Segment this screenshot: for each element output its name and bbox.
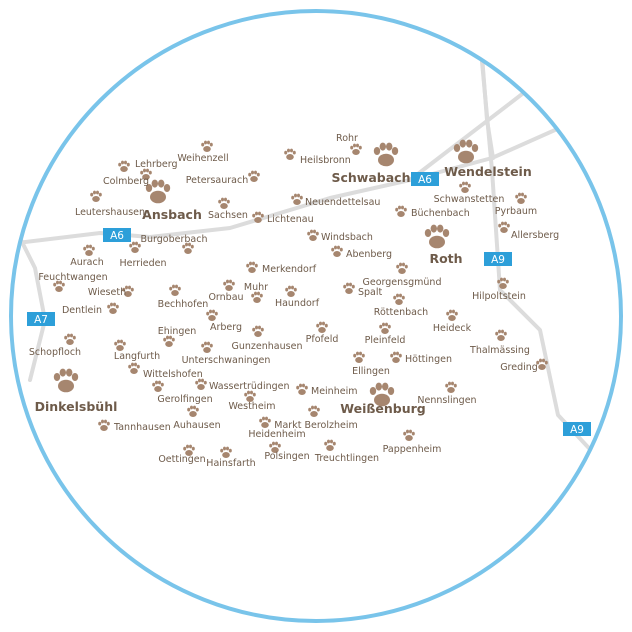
place-label-markt-berolzheim: Markt Berolzheim (274, 420, 357, 431)
place-label-dentlein: Dentlein (62, 305, 102, 316)
highway-badge-a6-west: A6 (103, 228, 131, 242)
place-label-hilpoltstein: Hilpoltstein (472, 291, 526, 302)
highway-label: A6 (418, 174, 432, 186)
place-label-aurach: Aurach (70, 257, 104, 268)
place-label-pyrbaum: Pyrbaum (495, 206, 537, 217)
highway-label: A9 (570, 424, 584, 436)
place-label-muhr: Muhr (244, 282, 268, 293)
place-label-windsbach: Windsbach (321, 232, 373, 243)
place-label-schwabach: Schwabach (332, 170, 411, 185)
highway-badge-a9-north: A9 (484, 252, 512, 266)
place-label-georgensgmuend: Georgensgmünd (363, 277, 442, 288)
place-label-haundorf: Haundorf (275, 298, 320, 309)
place-label-schwanstetten: Schwanstetten (434, 194, 505, 205)
place-label-ellingen: Ellingen (352, 366, 390, 377)
place-label-petersaurach: Petersaurach (186, 175, 248, 186)
place-label-weihenzell: Weihenzell (177, 153, 228, 164)
place-label-greding: Greding (500, 362, 538, 373)
place-label-roettenbach: Röttenbach (374, 307, 428, 318)
place-label-buechenbach: Büchenbach (411, 208, 470, 219)
place-label-tannhausen: Tannhausen (113, 422, 171, 433)
highway-label: A9 (491, 254, 505, 266)
place-label-rohr: Rohr (336, 133, 358, 144)
place-label-abenberg: Abenberg (346, 249, 392, 260)
place-label-wendelstein: Wendelstein (444, 164, 532, 179)
place-label-allersberg: Allersberg (511, 230, 559, 241)
place-label-burgoberbach: Burgoberbach (141, 234, 208, 245)
place-label-ansbach: Ansbach (142, 207, 202, 222)
highway-badge-a7: A7 (27, 312, 55, 326)
place-label-weissenburg: Weißenburg (340, 401, 425, 416)
place-label-wittelshofen: Wittelshofen (143, 369, 203, 380)
place-label-wassertruedingen: Wassertrüdingen (209, 381, 290, 392)
place-label-lehrberg: Lehrberg (135, 159, 178, 170)
place-label-meinheim: Meinheim (311, 386, 357, 397)
place-label-hainsfarth: Hainsfarth (206, 458, 255, 469)
place-label-auhausen: Auhausen (173, 420, 220, 431)
place-label-polsingen: Polsingen (264, 451, 309, 462)
place-label-hoettingen: Höttingen (405, 354, 452, 365)
highway-label: A7 (34, 314, 48, 326)
place-label-roth: Roth (429, 251, 462, 266)
place-label-ehingen: Ehingen (158, 326, 197, 337)
place-label-wieseth: Wieseth (88, 287, 126, 298)
place-label-lichtenau: Lichtenau (267, 214, 314, 225)
place-label-heilsbronn: Heilsbronn (300, 155, 351, 166)
place-label-westheim: Westheim (228, 401, 275, 412)
place-label-neuendettelsau: Neuendettelsau (305, 197, 380, 208)
place-label-unterschwaningen: Unterschwaningen (182, 355, 271, 366)
place-label-gunzenhausen: Gunzenhausen (232, 341, 303, 352)
highway-badge-a6-east: A6 (411, 172, 439, 186)
road-a7 (11, 216, 47, 382)
place-label-arberg: Arberg (210, 322, 242, 333)
place-label-ornbau: Ornbau (208, 292, 243, 303)
place-label-pfofeld: Pfofeld (306, 334, 339, 345)
place-label-pleinfeld: Pleinfeld (365, 335, 406, 346)
place-label-schopfloch: Schopfloch (29, 347, 81, 358)
highway-badge-a9-south: A9 (563, 422, 591, 436)
place-label-leutershausen: Leutershausen (75, 207, 145, 218)
place-label-colmberg: Colmberg (103, 176, 149, 187)
place-label-treuchtlingen: Treuchtlingen (314, 453, 379, 464)
place-label-nennslingen: Nennslingen (417, 395, 476, 406)
map-border (9, 9, 623, 623)
place-label-gerolfingen: Gerolfingen (157, 394, 212, 405)
place-label-bechhofen: Bechhofen (158, 299, 209, 310)
place-label-pappenheim: Pappenheim (383, 444, 442, 455)
place-label-heideck: Heideck (433, 323, 472, 334)
place-label-merkendorf: Merkendorf (262, 264, 317, 275)
place-label-thalmaessing: Thalmässing (469, 345, 530, 356)
place-label-feuchtwangen: Feuchtwangen (38, 272, 107, 283)
place-label-spalt: Spalt (358, 287, 383, 298)
place-label-sachsen: Sachsen (208, 210, 248, 221)
highway-label: A6 (110, 230, 124, 242)
place-label-herrieden: Herrieden (119, 258, 166, 269)
place-label-langfurth: Langfurth (114, 351, 160, 362)
place-label-oettingen: Oettingen (158, 454, 205, 465)
place-label-heidenheim: Heidenheim (248, 429, 305, 440)
place-label-dinkelsbuehl: Dinkelsbühl (35, 399, 118, 414)
